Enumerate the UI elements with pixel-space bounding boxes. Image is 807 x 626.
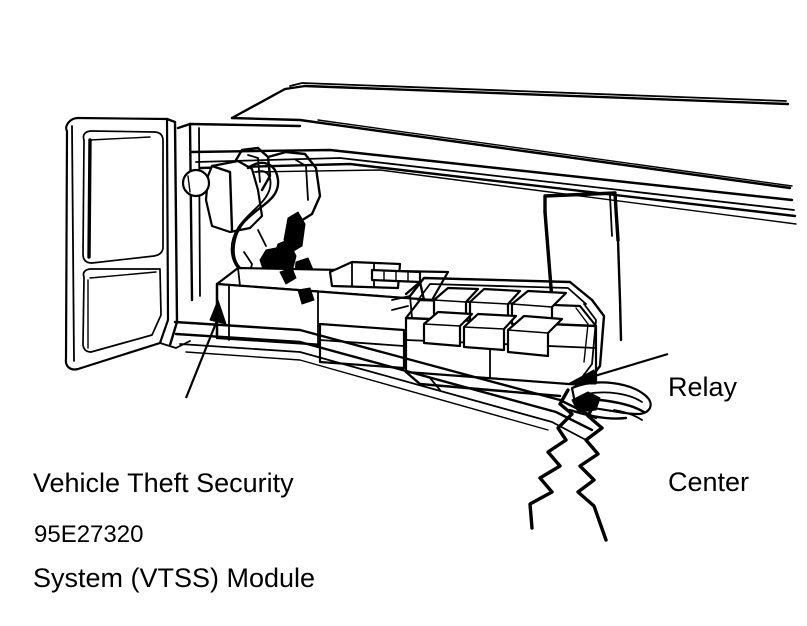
dash-lower-edge-lines [190, 148, 797, 225]
relay-center [391, 276, 606, 398]
dash-top-surface [230, 82, 793, 190]
vtss-label-line-2: System (VTSS) Module [33, 563, 316, 594]
relay-center-label: Relay Center [668, 308, 749, 563]
left-trim-panel [64, 116, 191, 371]
mounting-bracket-and-wiring [181, 146, 322, 285]
drawing-number: 95E27320 [34, 521, 144, 548]
vtss-leader-line [184, 299, 227, 399]
duct-hose [568, 381, 652, 421]
lower-trim-panel [82, 268, 162, 353]
relay-label-line-2: Center [668, 467, 750, 498]
relay-leader-line [567, 352, 669, 385]
window-opening [82, 130, 164, 264]
relay-cubes [422, 286, 568, 358]
break-lines [528, 388, 608, 542]
vtss-label-line-1: Vehicle Theft Security [33, 467, 294, 498]
grommet [181, 168, 211, 198]
module-connector-fingers [370, 268, 422, 284]
dash-front-face [176, 122, 302, 302]
vtss-module-label: Vehicle Theft Security System (VTSS) Mod… [33, 404, 315, 626]
relay-label-line-1: Relay [668, 371, 738, 402]
